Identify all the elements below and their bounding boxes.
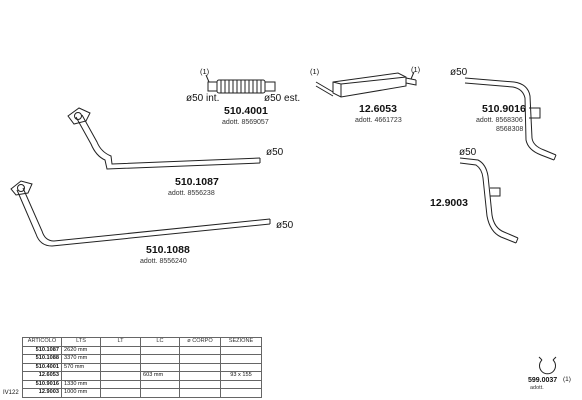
cell-corpo <box>179 371 221 381</box>
cell-corpo <box>179 388 221 398</box>
adott-599-0037: adott. <box>530 385 544 391</box>
cell-lts <box>61 371 101 381</box>
cell-lt <box>100 388 141 398</box>
cell-corpo <box>179 379 221 389</box>
table-row: 510.1088 3370 mm <box>22 354 262 364</box>
note-12-6053-right: (1) <box>411 65 421 74</box>
part-code-510-1087: 510.1087 <box>175 176 219 188</box>
table-row: 12.9003 1000 mm <box>22 388 262 398</box>
adott-12-6053: adott. 4661723 <box>355 117 402 124</box>
cell-lt <box>100 354 141 364</box>
spec-table: ARTICOLO LTS LT LC ø CORPO SEZIONE 510.1… <box>22 337 262 398</box>
cell-sezione <box>220 362 262 372</box>
cell-lts: 1330 mm <box>61 379 101 389</box>
cell-corpo <box>179 345 221 355</box>
cell-lt <box>100 379 141 389</box>
part-code-599-0037: 599.0037 <box>528 377 558 384</box>
adott-510-9016: adott. 8568306 <box>476 117 523 124</box>
cell-sezione <box>220 379 262 389</box>
muffler-12-6053-drawing <box>315 71 417 98</box>
note-599-0037: (1) <box>563 376 571 383</box>
sheet-id: IV122 <box>3 390 19 396</box>
part-code-510-4001: 510.4001 <box>224 105 268 117</box>
part-code-510-9016: 510.9016 <box>482 103 526 115</box>
cell-lc <box>140 379 180 389</box>
cell-sezione <box>220 345 262 355</box>
table-row: 510.1087 2620 mm <box>22 345 262 355</box>
cell-lc <box>140 362 180 372</box>
pipe-510-1087-drawing <box>67 107 261 170</box>
cell-lts: 3370 mm <box>61 354 101 364</box>
header-articolo: ARTICOLO <box>22 337 62 347</box>
adott-510-4001: adott. 8569057 <box>222 119 269 126</box>
cell-sezione: 93 x 155 <box>220 371 262 381</box>
diameter-510-1088: ø50 <box>276 220 294 231</box>
table-row: 510.4001 570 mm <box>22 362 262 372</box>
cell-corpo <box>179 362 221 372</box>
cell-lts: 1000 mm <box>61 388 101 398</box>
header-corpo: ø CORPO <box>179 337 221 347</box>
cell-articolo: 510.4001 <box>22 362 62 372</box>
cell-lt <box>100 362 141 372</box>
header-lt: LT <box>100 337 141 347</box>
pipe-510-1088-drawing <box>10 180 271 247</box>
cell-sezione <box>220 354 262 364</box>
diameter-12-9003: ø50 <box>459 147 477 158</box>
pipe-510-9016-drawing <box>464 77 557 161</box>
flex-pipe-510-4001-drawing <box>205 74 276 94</box>
cell-articolo: 510.1088 <box>22 354 62 364</box>
cell-lc <box>140 345 180 355</box>
cell-lc <box>140 388 180 398</box>
cell-articolo: 12.6053 <box>22 371 62 381</box>
note-510-4001: (1) <box>200 67 210 76</box>
header-lts: LTS <box>61 337 101 347</box>
diameter-510-9016: ø50 <box>450 67 468 78</box>
cell-lts: 570 mm <box>61 362 101 372</box>
part-code-510-1088: 510.1088 <box>146 244 190 256</box>
cell-articolo: 510.9016 <box>22 379 62 389</box>
header-sezione: SEZIONE <box>220 337 262 347</box>
header-lc: LC <box>140 337 180 347</box>
cell-articolo: 510.1087 <box>22 345 62 355</box>
part-code-12-6053: 12.6053 <box>359 103 397 115</box>
cell-lt <box>100 345 141 355</box>
note-12-6053-left: (1) <box>310 67 320 76</box>
table-row: 510.9016 1330 mm <box>22 379 262 389</box>
cell-lc: 603 mm <box>140 371 180 381</box>
spec-table-header: ARTICOLO LTS LT LC ø CORPO SEZIONE <box>22 337 262 347</box>
diameter-510-4001-int: ø50 int. <box>186 93 220 104</box>
cell-lts: 2620 mm <box>61 345 101 355</box>
part-code-12-9003: 12.9003 <box>430 197 468 209</box>
pipe-12-9003-drawing <box>459 157 519 244</box>
adott2-510-9016: 8568308 <box>496 126 524 133</box>
table-row: 12.6053 603 mm 93 x 155 <box>22 371 262 381</box>
cell-sezione <box>220 388 262 398</box>
adott-510-1088: adott. 8556240 <box>140 258 187 265</box>
cell-corpo <box>179 354 221 364</box>
cell-lc <box>140 354 180 364</box>
clamp-599-0037-drawing <box>538 356 557 375</box>
cell-articolo: 12.9003 <box>22 388 62 398</box>
diameter-510-4001-est: ø50 est. <box>264 93 301 104</box>
adott-510-1087: adott. 8556238 <box>168 190 215 197</box>
diameter-510-1087: ø50 <box>266 147 284 158</box>
cell-lt <box>100 371 141 381</box>
